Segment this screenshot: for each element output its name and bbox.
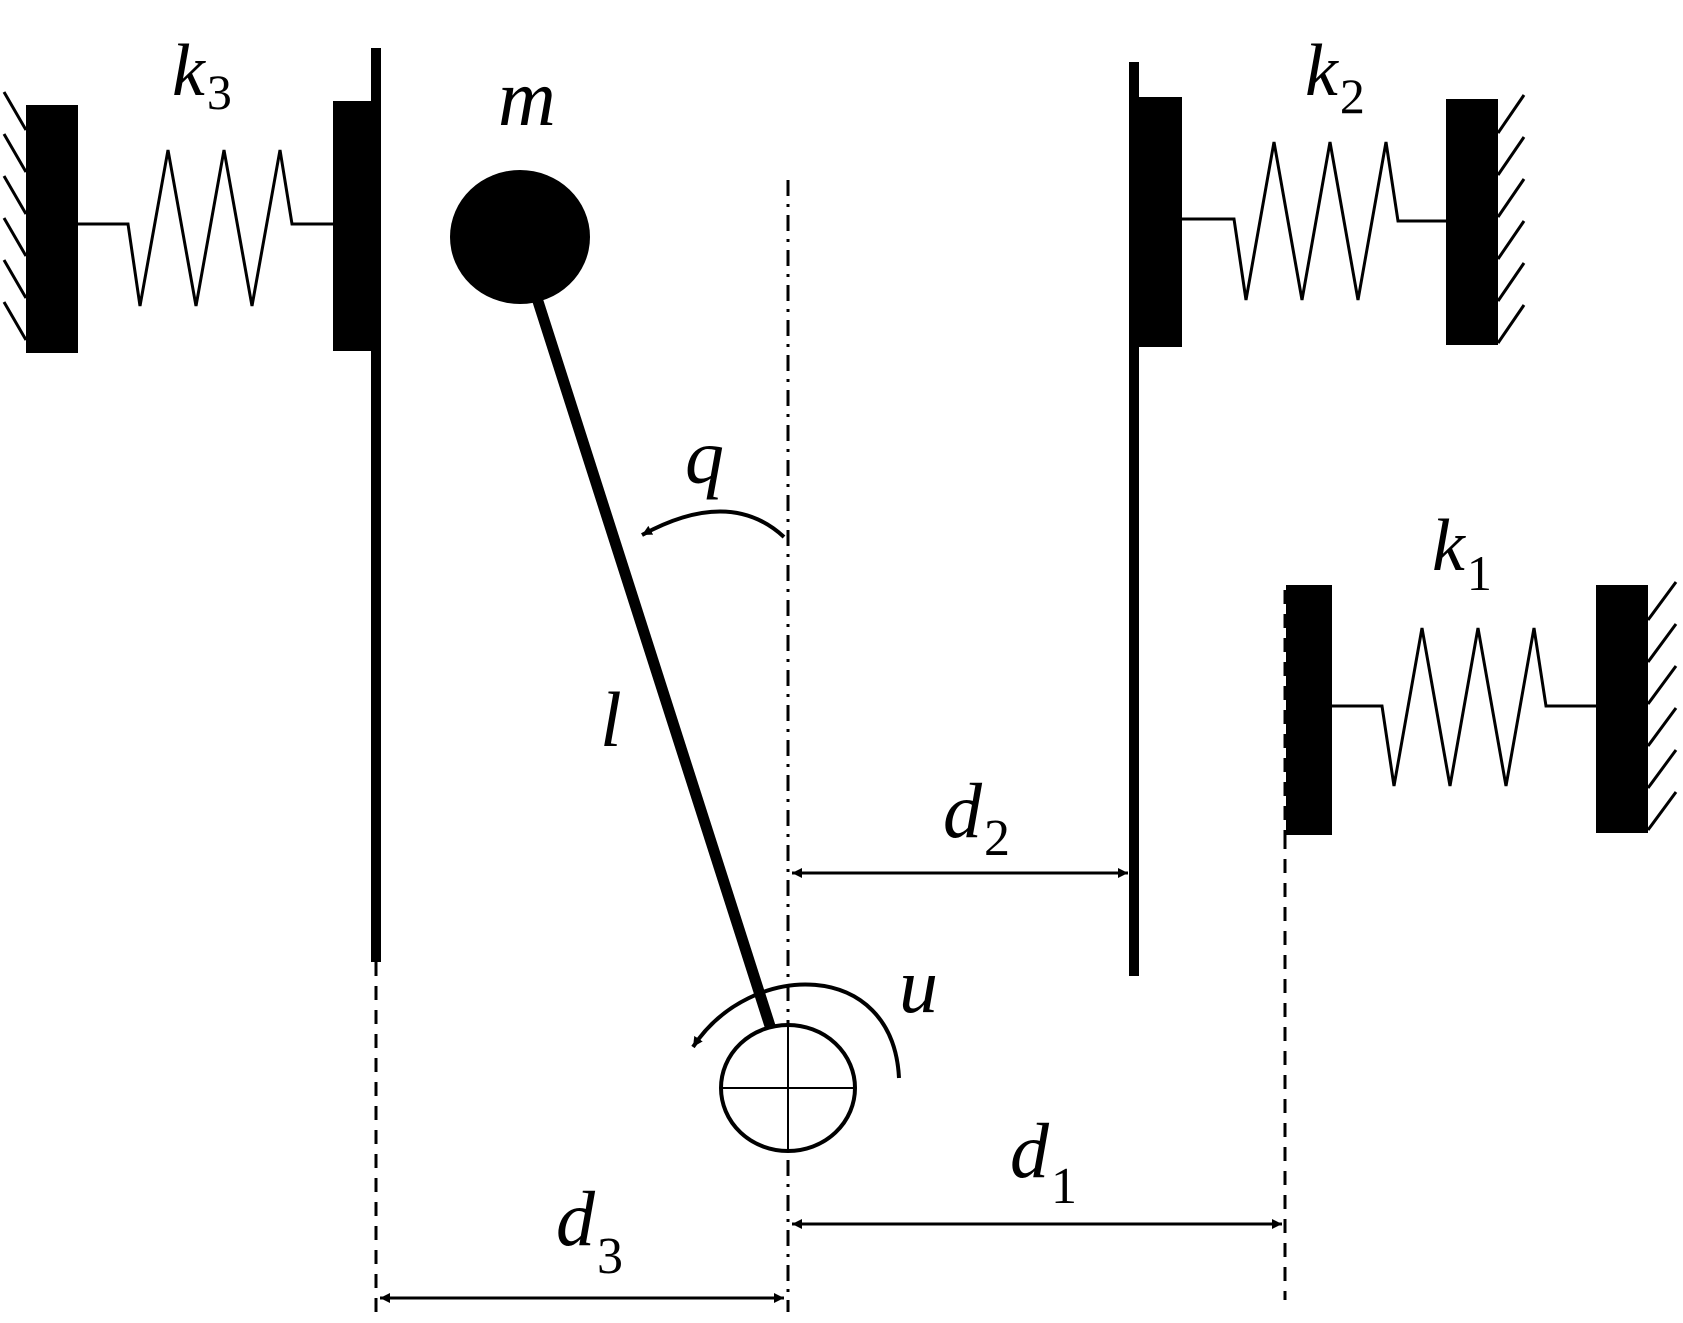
- k1-spring-assembly: [1283, 581, 1678, 1300]
- k2-ground-hatch: [1496, 94, 1526, 344]
- k3-ground-plate: [26, 105, 78, 353]
- right-wall-spring-assembly: [1129, 62, 1526, 976]
- k3-wall-plate: [333, 101, 375, 351]
- k1-spring: [1332, 627, 1596, 787]
- k1-ground-plate: [1596, 585, 1648, 833]
- label-q: q: [685, 413, 724, 500]
- label-u: u: [899, 942, 938, 1029]
- k2-wall-plate: [1139, 97, 1182, 347]
- k2-ground-plate: [1446, 99, 1498, 345]
- label-l: l: [600, 676, 622, 763]
- pivot-joint: [719, 1023, 857, 1153]
- label-k1: k1: [1432, 505, 1492, 601]
- label-k2: k2: [1305, 30, 1365, 124]
- k2-spring: [1182, 141, 1448, 301]
- k1-ground-hatch: [1646, 581, 1678, 831]
- pendulum-mass: [450, 170, 590, 304]
- label-d1: d1: [1010, 1107, 1077, 1215]
- label-d3: d3: [556, 1175, 623, 1285]
- pendulum-rod: [529, 290, 776, 1028]
- left-spring-assembly: [2, 48, 381, 1320]
- left-ground-hatch: [2, 91, 28, 341]
- label-m: m: [498, 55, 556, 143]
- pendulum: [450, 170, 901, 1312]
- label-d2: d2: [943, 767, 1010, 867]
- k3-spring: [78, 149, 336, 307]
- label-k3: k3: [172, 30, 232, 120]
- k1-plate: [1286, 585, 1332, 835]
- torque-u-arrow: [691, 982, 901, 1079]
- angle-q-arrow: [641, 509, 786, 539]
